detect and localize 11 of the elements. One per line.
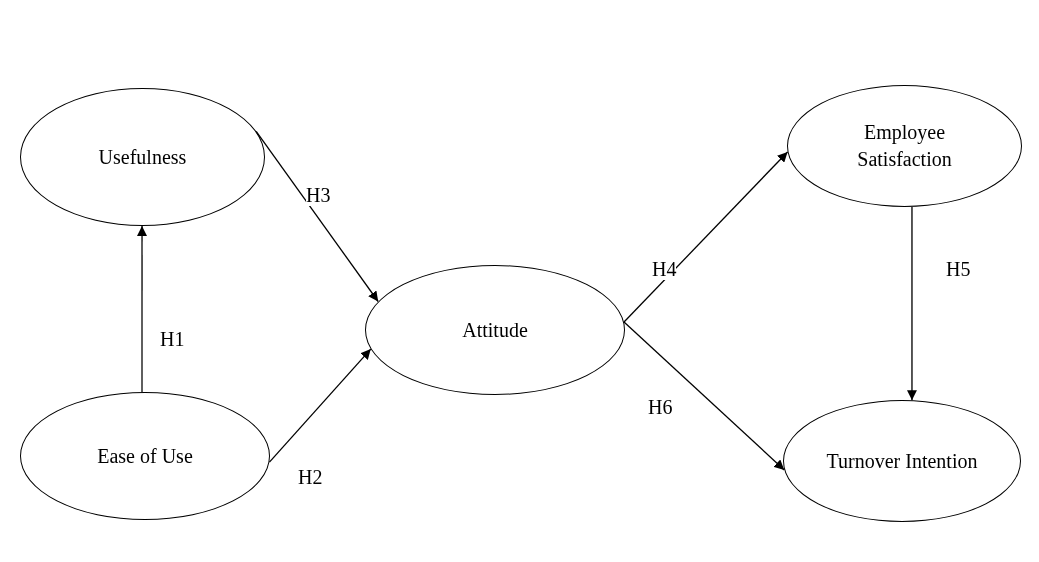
- node-label: Turnover Intention: [826, 448, 978, 474]
- node-label: Employee Satisfaction: [856, 120, 953, 172]
- arrow: [623, 151, 789, 323]
- node-label: Usefulness: [98, 144, 187, 170]
- node-label: Ease of Use: [97, 443, 193, 469]
- arrow: [268, 348, 372, 463]
- arrow: [255, 130, 379, 303]
- node-label: Attitude: [462, 317, 528, 343]
- arrow: [906, 206, 917, 401]
- arrow: [623, 321, 785, 471]
- arrow: [137, 225, 147, 393]
